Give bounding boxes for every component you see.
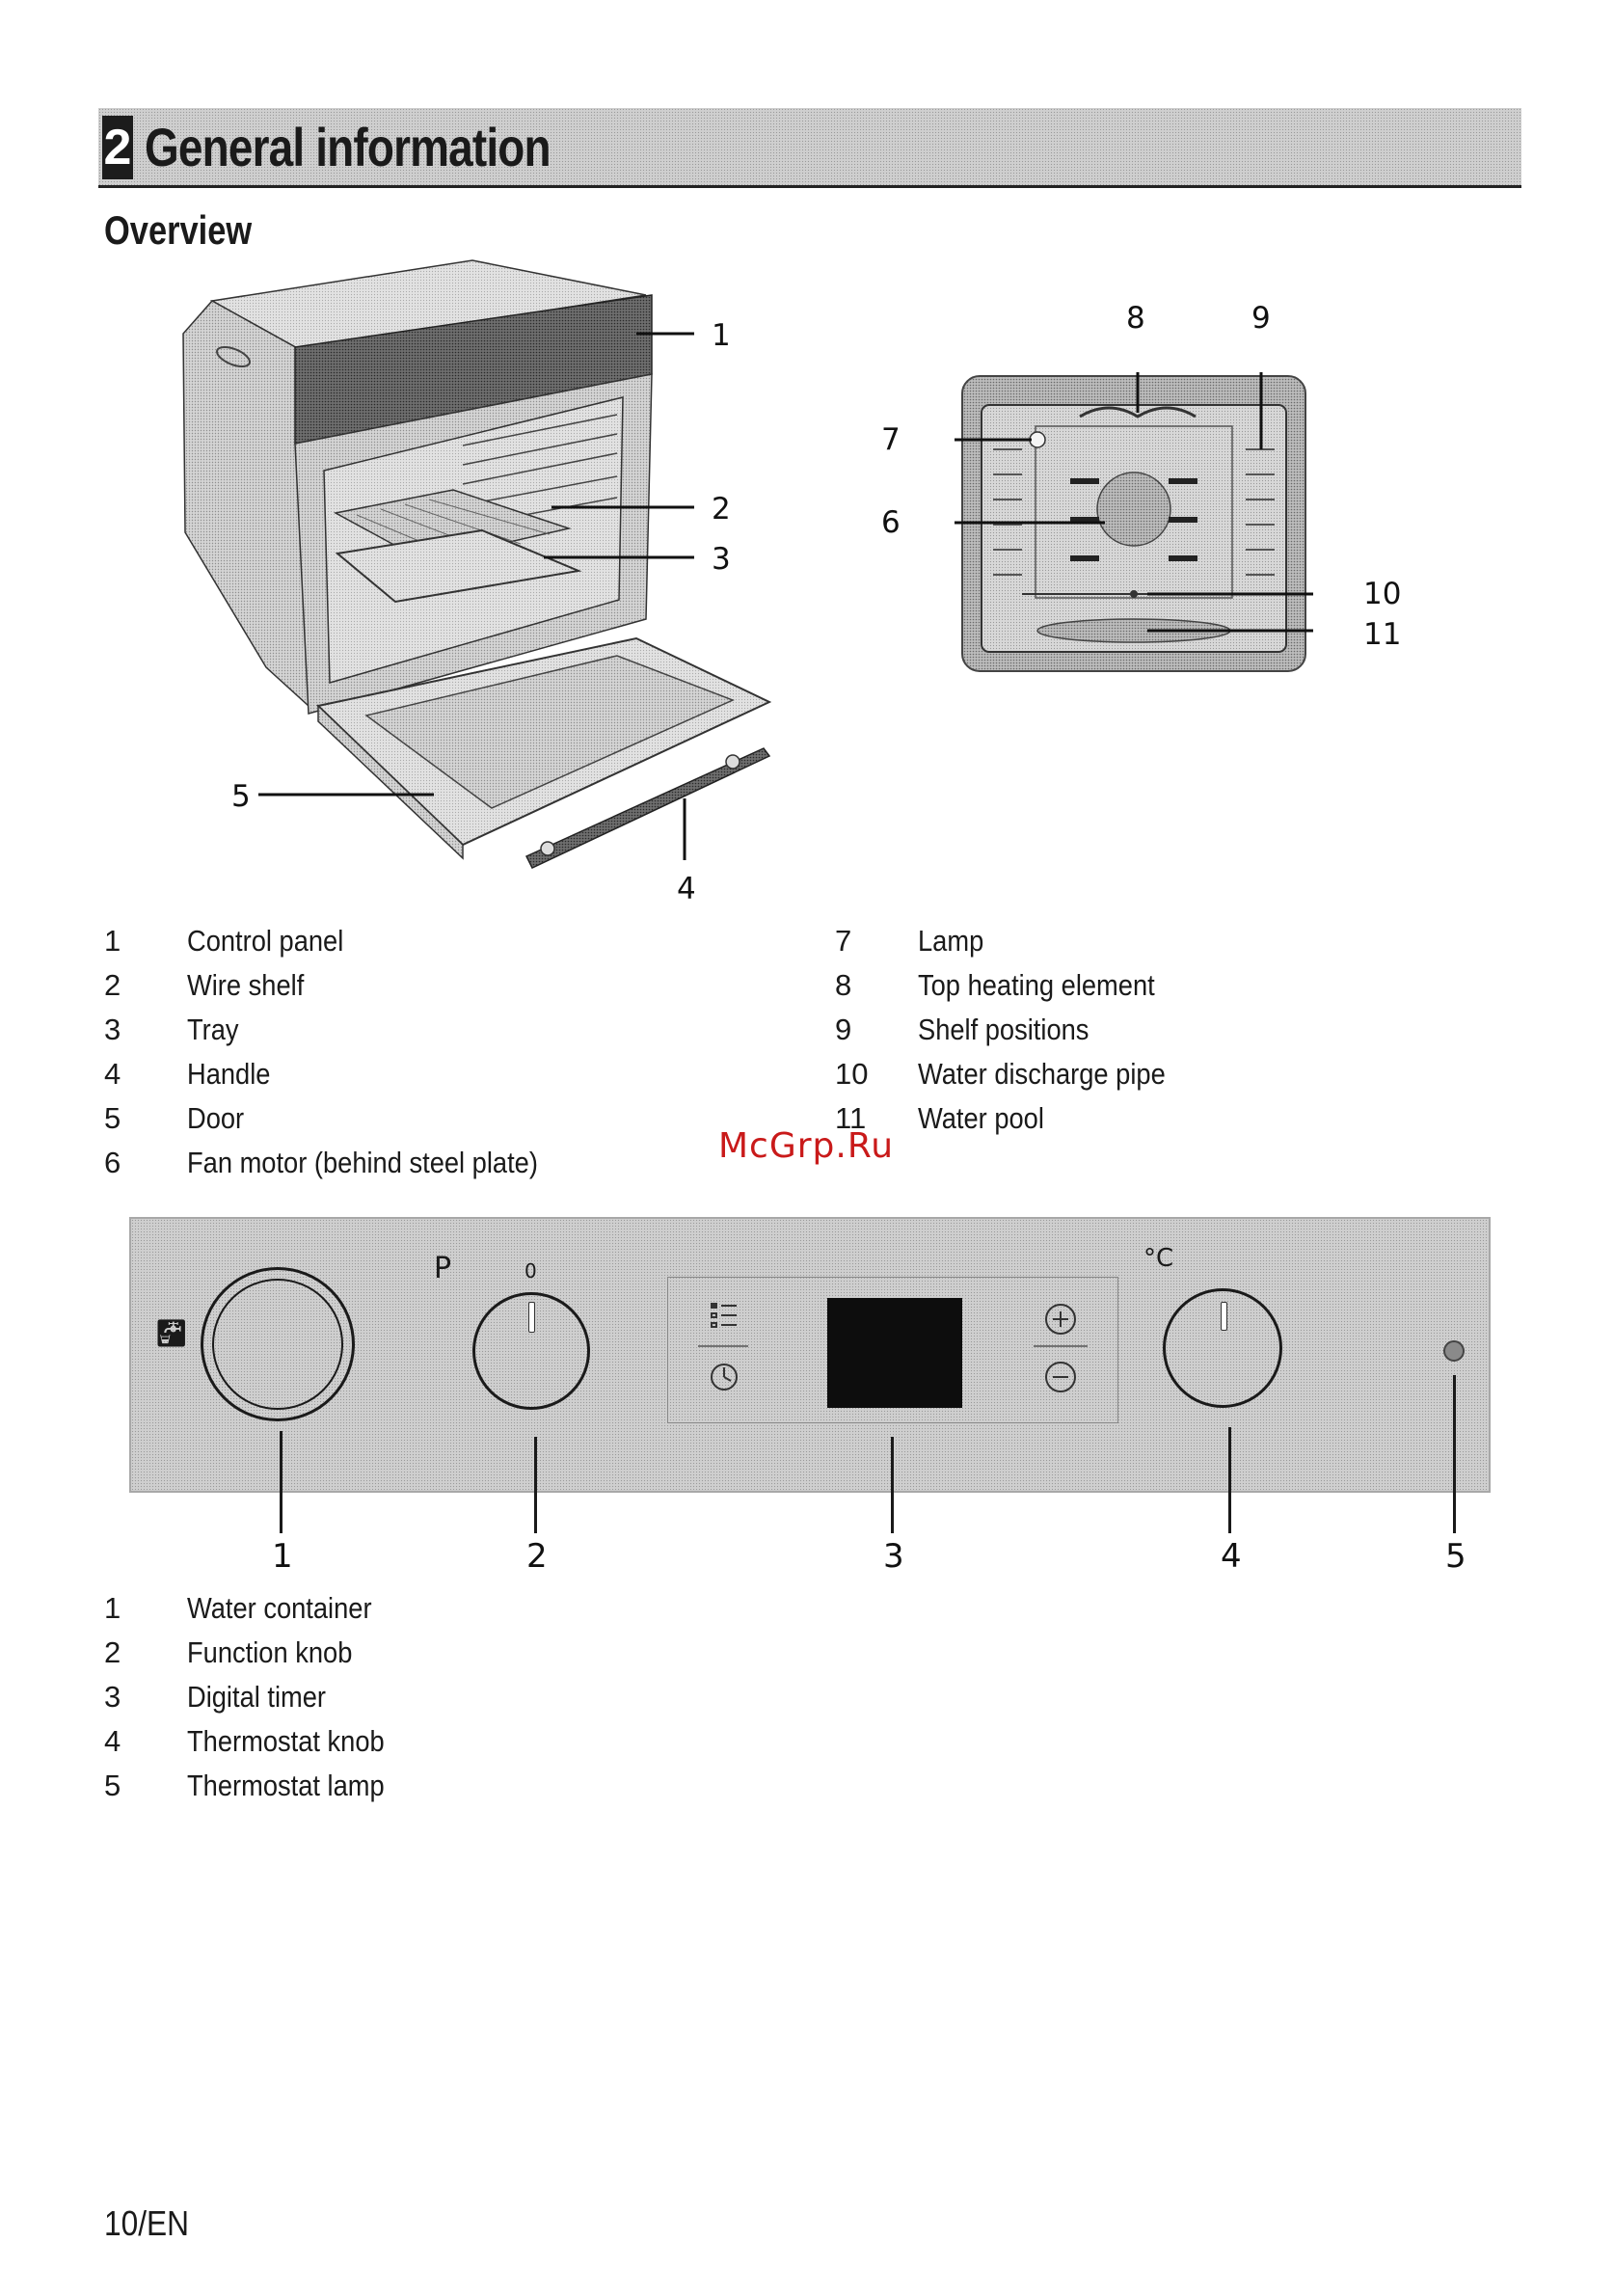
function-knob-marker: [528, 1302, 535, 1333]
timer-buttons: [1034, 1304, 1088, 1392]
watermark: McGrp.Ru: [718, 1126, 895, 1166]
lamp: [1029, 431, 1046, 448]
panel-leader-4: [1228, 1427, 1231, 1533]
interior-callout-8: 8: [1126, 301, 1145, 336]
list-icon: [711, 1303, 737, 1328]
water-container-icon: 🚰︎: [154, 1317, 189, 1349]
door-handle: [525, 747, 771, 869]
plus-icon: [1045, 1304, 1076, 1335]
thermostat-label: °C: [1143, 1244, 1174, 1273]
oven-callout-4: 4: [677, 872, 696, 906]
interior-callout-11: 11: [1363, 617, 1402, 652]
interior-callout-7: 7: [881, 422, 901, 457]
oven-illustration: [182, 259, 771, 869]
panel-callout-3: 3: [883, 1537, 904, 1576]
oven-callout-3: 3: [712, 542, 731, 577]
oven-side: [182, 300, 309, 708]
interior-callout-9: 9: [1251, 301, 1271, 336]
panel-leader-5: [1453, 1375, 1456, 1533]
oven-callout-2: 2: [712, 492, 731, 527]
oven-callout-5: 5: [231, 779, 251, 814]
tray: [335, 528, 582, 604]
fan-cover: [1096, 472, 1171, 547]
minus-icon: [1045, 1362, 1076, 1392]
subsection-title: Overview: [104, 207, 253, 253]
function-label: P: [434, 1252, 452, 1285]
section-header-bar: [98, 108, 1521, 188]
oven-interior-illustration: [955, 372, 1313, 672]
page-number: 10/EN: [104, 2203, 190, 2243]
water-container-knob-inner: [212, 1279, 343, 1410]
timer-display: [827, 1298, 962, 1408]
thermostat-knob: [1163, 1288, 1282, 1408]
digital-timer: [667, 1277, 1118, 1423]
section-number: 2: [102, 116, 133, 179]
clock-icon: [711, 1364, 738, 1391]
panel-leader-1: [280, 1431, 282, 1533]
oven-callout-1: 1: [712, 318, 731, 353]
door-glass: [364, 655, 735, 809]
panel-callout-2: 2: [526, 1537, 548, 1576]
panel-callout-4: 4: [1221, 1537, 1242, 1576]
panel-callout-5: 5: [1445, 1537, 1466, 1576]
timer-icons: [698, 1303, 748, 1391]
section-title: General information: [145, 117, 551, 177]
panel-leader-3: [891, 1437, 894, 1533]
interior-callout-10: 10: [1363, 577, 1402, 611]
panel-leader-2: [534, 1437, 537, 1533]
thermostat-lamp: [1443, 1340, 1465, 1362]
panel-callout-1: 1: [272, 1537, 293, 1576]
thermostat-knob-marker: [1221, 1302, 1227, 1331]
interior-callout-6: 6: [881, 505, 901, 540]
function-zero-label: 0: [525, 1259, 537, 1283]
